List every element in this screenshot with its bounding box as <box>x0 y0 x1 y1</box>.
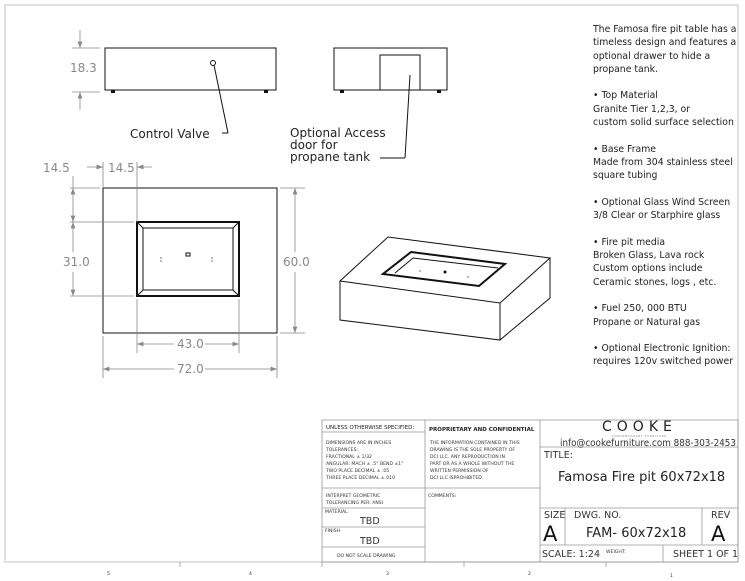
tolerance-line: TWO PLACE DECIMAL ± .05 <box>325 468 389 474</box>
material-label: MATERIAL <box>325 509 348 515</box>
control-valve-label: Control Valve <box>130 127 210 141</box>
dim-overall-depth: 60.0 <box>283 255 310 269</box>
do-not-scale: DO NOT SCALE DRAWING <box>337 553 396 559</box>
dim-left-inset: 14.5 <box>108 161 135 175</box>
proprietary-line: DRAWING IS THE SOLE PROPERTY OF <box>430 447 515 453</box>
note-line: • Optional Electronic Ignition: <box>593 343 731 355</box>
finish-label: FINISH <box>325 528 340 534</box>
material-value: TBD <box>359 516 380 527</box>
dwg-no-label: DWG. NO. <box>574 510 621 521</box>
note-line: • Fuel 250, 000 BTU <box>593 303 687 315</box>
contact-info: info@cookefurniture.com 888-303-2453 <box>560 438 736 449</box>
dim-overall-width: 72.0 <box>177 362 204 376</box>
access-door <box>379 54 421 91</box>
note-line: The Famosa fire pit table has a timeless… <box>593 24 737 75</box>
zone-label: 5 <box>107 571 110 577</box>
title-label: TITLE: <box>543 450 573 461</box>
zone-markers: 5 4 3 2 1 <box>107 562 673 579</box>
proprietary-heading: PROPRIETARY AND CONFIDENTIAL <box>429 427 535 433</box>
product-notes: The Famosa fire pit table has a timeless… <box>593 23 738 382</box>
isometric-view <box>338 236 552 341</box>
note-line: Made from 304 stainless steel <box>593 156 733 168</box>
top-view: 14.5 14.5 31.0 60.0 43.0 72.0 <box>43 161 310 378</box>
note-line: custom solid surface selection <box>593 117 734 129</box>
note-line: square tubing <box>593 170 658 182</box>
tolerance-line: TOLERANCES: <box>325 447 358 453</box>
note-wind-screen: • Optional Glass Wind Screen 3/8 Clear or… <box>593 196 738 223</box>
tolerance-line: ANGULAR: MACH ± .5° BEND ±1° <box>326 461 404 467</box>
drawing-title: Famosa Fire pit 60x72x18 <box>558 470 725 485</box>
brand-logo: COOKE <box>602 419 677 435</box>
note-line: • Fire pit media <box>593 236 666 248</box>
weight-label: WEIGHT: <box>606 549 626 555</box>
proprietary-line: DCI LLC. ANY REPRODUCTION IN <box>430 454 505 460</box>
unless-specified: UNLESS OTHERWISE SPECIFIED: <box>326 425 414 431</box>
zone-label: 3 <box>386 571 389 577</box>
tolerance-line: FRACTIONAL ± 1/32 <box>326 454 372 460</box>
tolerance-line: DIMENSIONS ARE IN INCHES <box>326 440 391 446</box>
rev-value: A <box>711 522 726 546</box>
interpret-line: INTERPRET GEOMETRIC <box>326 493 380 499</box>
note-ignition: • Optional Electronic Ignition:requires … <box>593 342 738 369</box>
proprietary-line: DCI LLC ISPROHIBITED. <box>430 475 483 481</box>
dim-opening-width: 43.0 <box>177 337 204 351</box>
dwg-no-value: FAM- 60x72x18 <box>586 526 686 541</box>
sheet-number: SHEET 1 OF 1 <box>673 549 738 560</box>
brand-tagline: CONTEMPORARY FURNITURE <box>612 434 667 438</box>
note-line: Broken Glass, Lava rock <box>593 250 705 262</box>
dim-left-margin: 14.5 <box>43 161 70 175</box>
note-line: Granite Tier 1,2,3, or <box>593 103 691 115</box>
interpret-line: TOLERANCING PER: ANSI <box>325 500 383 506</box>
access-door-label-2: door for <box>290 138 338 152</box>
tolerance-line: THREE PLACE DECIMAL ±.010 <box>325 475 395 481</box>
note-line: Custom options include <box>593 263 703 275</box>
zone-label: 1 <box>670 573 673 579</box>
rev-label: REV <box>711 510 731 521</box>
size-label: SIZE <box>544 510 565 521</box>
control-valve-icon <box>210 60 216 66</box>
proprietary-line: THE INFORMATION CONTAINED IN THIS <box>429 440 520 446</box>
front-view: Control Valve 18.3 <box>70 30 277 141</box>
scale-value: SCALE: 1:24 <box>542 549 600 560</box>
access-door-label-1: Optional Access <box>290 126 386 140</box>
proprietary-line: PART OR AS A WHOLE WITHOUT THE <box>430 461 514 467</box>
proprietary-line: WRITTEN PERMISSION OF <box>430 468 489 474</box>
note-line: Propane or Natural gas <box>593 316 701 328</box>
note-line: 3/8 Clear or Starphire glass <box>593 210 721 222</box>
note-line: Ceramic stones, logs , etc. <box>593 276 717 288</box>
dim-height: 18.3 <box>70 61 97 75</box>
zone-label: 4 <box>249 571 252 577</box>
note-line: • Base Frame <box>593 143 656 155</box>
note-line: • Top Material <box>593 90 658 102</box>
note-line: requires 120v switched power <box>593 356 734 368</box>
access-door-label-3: propane tank <box>290 150 370 164</box>
comments-label: COMMENTS: <box>428 493 457 499</box>
side-view: Optional Access door for propane tank <box>290 47 448 164</box>
note-intro: The Famosa fire pit table has a timeless… <box>593 23 738 76</box>
finish-value: TBD <box>359 536 380 547</box>
title-block: UNLESS OTHERWISE SPECIFIED: DIMENSIONS A… <box>321 419 739 563</box>
dim-opening-depth: 31.0 <box>63 255 90 269</box>
zone-label: 2 <box>528 571 531 577</box>
size-value: A <box>543 522 558 546</box>
note-line: • Optional Glass Wind Screen <box>593 196 731 208</box>
burner-icon <box>185 252 191 257</box>
